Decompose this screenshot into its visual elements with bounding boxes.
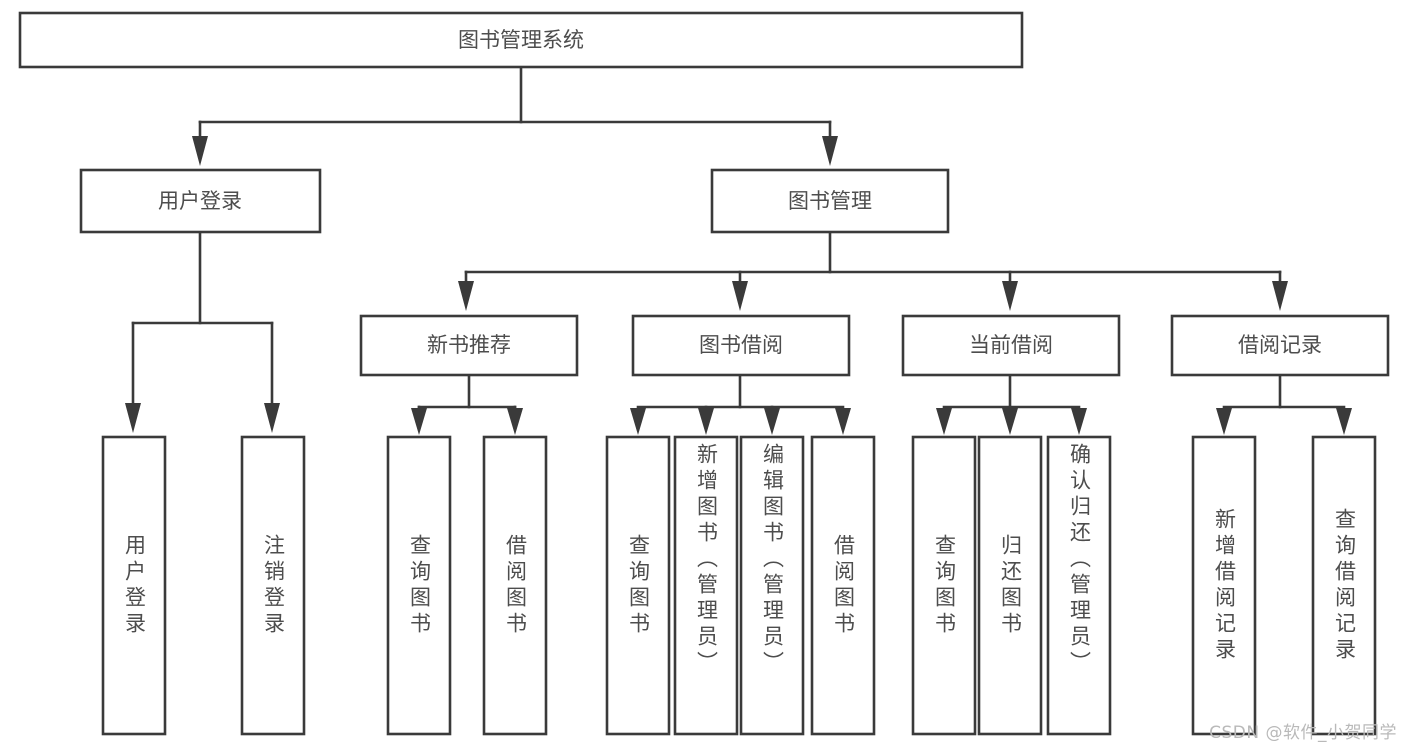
arrow-leaf-edit-book [764, 408, 780, 435]
arrow-leaf-query-book-2 [630, 408, 646, 435]
node-book-manage[interactable]: 图书管理 [710, 168, 950, 234]
node-leaf-add-record-box[interactable] [1191, 435, 1257, 736]
node-leaf-query-record-box[interactable] [1311, 435, 1377, 736]
node-root-label: 图书管理系统 [458, 28, 584, 52]
node-current-borrow-box[interactable] [901, 314, 1121, 377]
nodes-layer: 图书管理系统 用户登录 图书管理 新书推荐 图书借阅 当前 [18, 11, 1390, 736]
edges-layer [125, 65, 1352, 435]
csdn-watermark: CSDN @软件_小贺同学 [1209, 723, 1397, 743]
node-leaf-query-book-3-box[interactable] [911, 435, 977, 736]
arrow-leaf-query-book-3 [936, 408, 952, 435]
node-book-manage-box[interactable] [710, 168, 950, 234]
node-leaf-query-book-1-box[interactable] [386, 435, 452, 736]
arrow-leaf-user-login [125, 403, 141, 433]
node-current-borrow-label: 当前借阅 [969, 333, 1053, 357]
arrow-leaf-borrow-book-2 [835, 408, 851, 435]
arrow-borrow-record [1272, 281, 1288, 311]
node-leaf-query-book-2-box[interactable] [605, 435, 671, 736]
arrow-current-borrow [1002, 281, 1018, 311]
node-user-login-label: 用户登录 [158, 189, 242, 213]
arrow-leaf-return-book [1002, 408, 1018, 435]
node-current-borrow[interactable]: 当前借阅 [901, 314, 1121, 377]
node-new-book-recommend-label: 新书推荐 [427, 333, 511, 357]
node-leaf-borrow-book-2-box[interactable] [810, 435, 876, 736]
arrow-leaf-add-book [698, 408, 714, 435]
node-new-book-recommend[interactable]: 新书推荐 [359, 314, 579, 377]
arrow-leaf-query-record [1336, 408, 1352, 435]
node-user-login-box[interactable] [79, 168, 322, 234]
node-leaf-borrow-book-1-box[interactable] [482, 435, 548, 736]
node-root[interactable]: 图书管理系统 [18, 11, 1024, 69]
node-book-borrow-box[interactable] [631, 314, 851, 377]
node-leaf-confirm-return-box[interactable] [1046, 435, 1112, 736]
node-book-borrow[interactable]: 图书借阅 [631, 314, 851, 377]
arrow-to-book-manage [822, 136, 838, 166]
arrow-to-user-login [192, 136, 208, 166]
arrow-book-borrow [732, 281, 748, 311]
node-book-manage-label: 图书管理 [788, 189, 872, 213]
node-root-box[interactable] [18, 11, 1024, 69]
node-leaf-user-logout-box[interactable] [240, 435, 306, 736]
node-book-borrow-label: 图书借阅 [699, 333, 783, 357]
node-leaf-return-book-box[interactable] [977, 435, 1043, 736]
node-borrow-record-label: 借阅记录 [1238, 333, 1322, 357]
node-leaf-add-book-box[interactable] [673, 435, 739, 736]
arrow-leaf-confirm-return [1071, 408, 1087, 435]
arrow-leaf-add-record [1216, 408, 1232, 435]
node-new-book-recommend-box[interactable] [359, 314, 579, 377]
arrow-leaf-query-book-1 [411, 408, 427, 435]
node-borrow-record[interactable]: 借阅记录 [1170, 314, 1390, 377]
node-user-login[interactable]: 用户登录 [79, 168, 322, 234]
arrow-leaf-borrow-book-1 [507, 408, 523, 435]
arrow-new-book-recommend [458, 281, 474, 311]
node-leaf-user-login-box[interactable] [101, 435, 167, 736]
arrow-leaf-user-logout [264, 403, 280, 433]
node-leaf-edit-book-box[interactable] [739, 435, 805, 736]
node-borrow-record-box[interactable] [1170, 314, 1390, 377]
